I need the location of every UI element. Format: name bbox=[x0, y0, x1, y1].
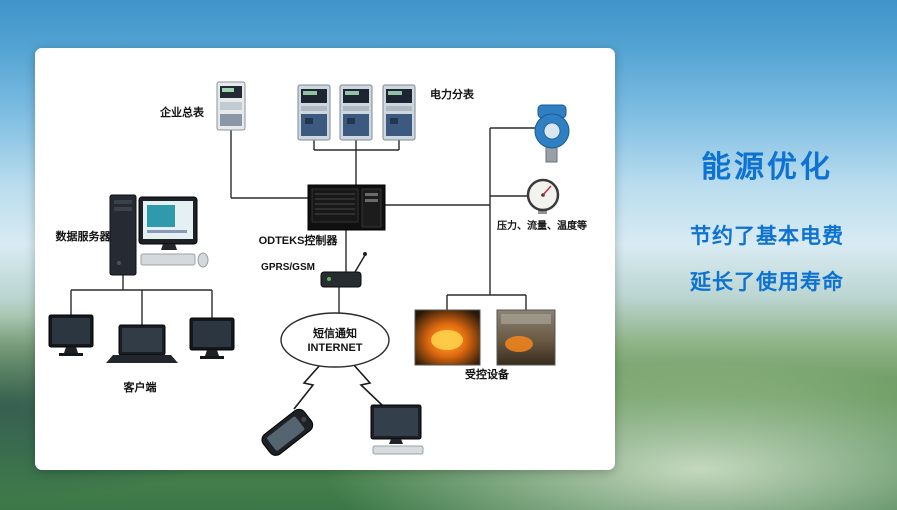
lightning-bolt-icon bbox=[293, 363, 322, 410]
pressure-transmitter-device bbox=[534, 104, 570, 163]
client-monitor-2 bbox=[189, 317, 235, 360]
pressure-gauge-device bbox=[526, 178, 560, 214]
label-sms-notify: 短信通知 bbox=[313, 326, 357, 340]
power-submeter-3 bbox=[382, 84, 416, 141]
label-controller: ODTEKS控制器 bbox=[259, 233, 339, 247]
label-internet: INTERNET bbox=[308, 342, 363, 354]
lightning-bolt-icon bbox=[352, 363, 383, 406]
data-server-device bbox=[109, 194, 209, 276]
system-diagram: 企业总表 电力分表 压力、流量、温度等 ODTEKS控制器 数据服务器 GPRS… bbox=[48, 81, 587, 456]
gprs-modem-device bbox=[320, 252, 367, 288]
client-monitor-1 bbox=[48, 314, 94, 357]
power-submeter-1 bbox=[297, 84, 331, 141]
controlled-device-1 bbox=[414, 309, 481, 366]
power-submeter-2 bbox=[339, 84, 373, 141]
caption-title: 能源优化 bbox=[701, 151, 833, 184]
internet-cloud bbox=[280, 312, 390, 368]
notify-desktop-device bbox=[370, 404, 424, 455]
caption-line-1: 节约了基本电费 bbox=[690, 225, 844, 248]
client-laptop bbox=[106, 324, 178, 363]
label-sensors: 压力、流量、温度等 bbox=[497, 219, 587, 232]
enterprise-meter-device bbox=[216, 81, 246, 131]
label-enterprise-meter: 企业总表 bbox=[159, 105, 205, 119]
wireless-link-bolts bbox=[293, 363, 383, 410]
caption-block: 能源优化 节约了基本电费 延长了使用寿命 bbox=[642, 142, 892, 296]
label-power-submeters: 电力分表 bbox=[430, 87, 475, 101]
diagram-panel: 企业总表 电力分表 压力、流量、温度等 ODTEKS控制器 数据服务器 GPRS… bbox=[35, 48, 615, 470]
label-gprs: GPRS/GSM bbox=[261, 262, 315, 273]
label-controlled-devices: 受控设备 bbox=[465, 367, 510, 381]
label-data-server: 数据服务器 bbox=[56, 229, 112, 243]
connection-lines bbox=[70, 127, 535, 325]
notify-phone-device bbox=[261, 408, 314, 456]
controller-device bbox=[307, 184, 386, 231]
controlled-device-2 bbox=[496, 309, 556, 366]
label-clients: 客户端 bbox=[123, 380, 157, 394]
caption-line-2: 延长了使用寿命 bbox=[690, 271, 844, 294]
